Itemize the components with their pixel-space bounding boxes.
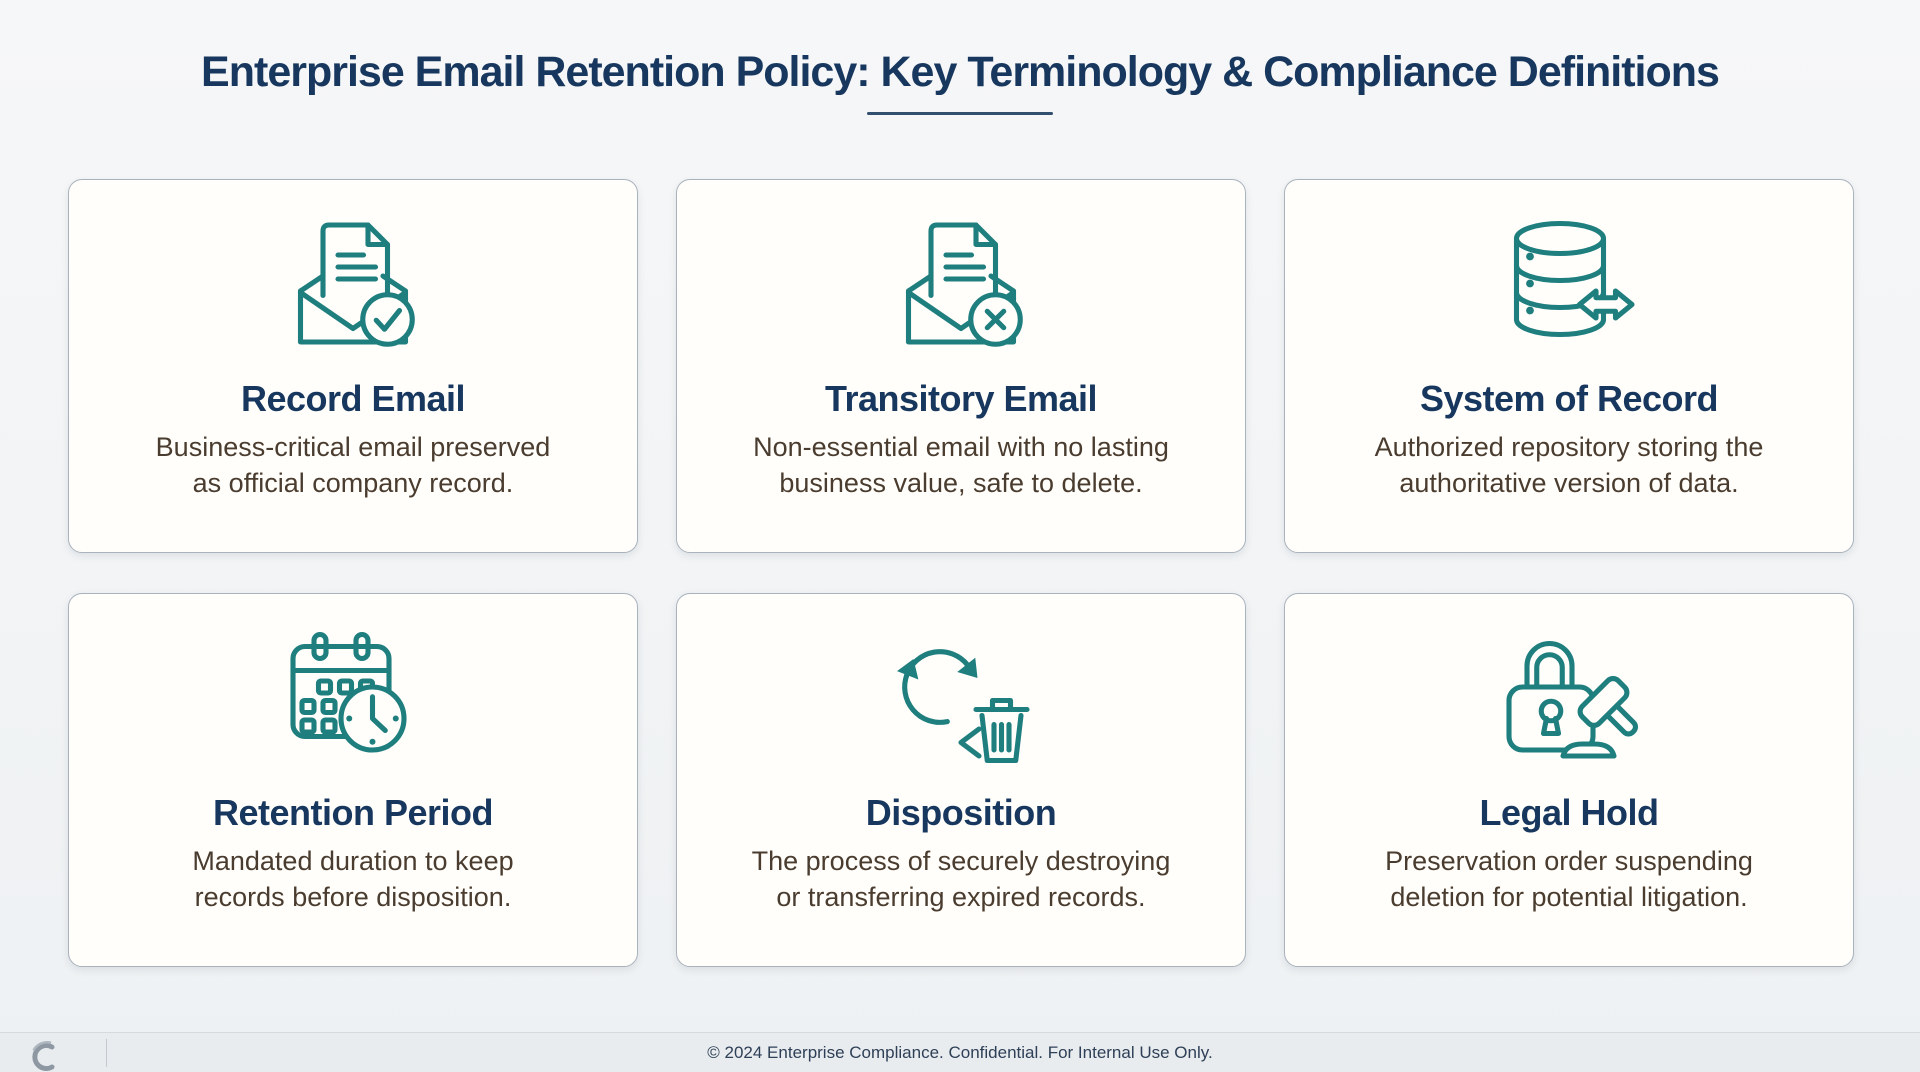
card-description-line: or transferring expired records.: [776, 882, 1146, 912]
card-transitory-email: Transitory Email Non-essential email wit…: [676, 179, 1246, 553]
card-description-line: Preservation order suspending: [1385, 846, 1753, 876]
card-title: System of Record: [1419, 378, 1719, 419]
card-description-line: records before disposition.: [194, 882, 512, 912]
card-description: Mandated duration to keep records before…: [192, 843, 513, 915]
title-underline: [867, 112, 1053, 115]
card-disposition: Disposition The process of securely dest…: [676, 593, 1246, 967]
card-description-line: Authorized repository storing the: [1374, 432, 1764, 462]
card-description-line: business value, safe to delete.: [779, 468, 1143, 498]
calendar-clock-icon: [278, 624, 428, 774]
footer-divider: [106, 1039, 107, 1067]
lock-gavel-icon: [1494, 624, 1644, 774]
card-title: Record Email: [240, 378, 466, 419]
card-title: Transitory Email: [824, 378, 1098, 419]
card-legal-hold: Legal Hold Preservation order suspending…: [1284, 593, 1854, 967]
card-grid: Record Email Business-critical email pre…: [68, 179, 1854, 967]
card-title: Legal Hold: [1479, 792, 1659, 833]
page-title: Enterprise Email Retention Policy: Key T…: [201, 48, 1720, 96]
card-retention-period: Retention Period Mandated duration to ke…: [68, 593, 638, 967]
card-title: Disposition: [865, 792, 1057, 833]
double-c-logo-icon: [26, 1038, 60, 1071]
card-description-line: authoritative version of data.: [1399, 468, 1739, 498]
card-description: Non-essential email with no lasting busi…: [753, 429, 1169, 501]
card-description-line: The process of securely destroying: [751, 846, 1171, 876]
card-title: Retention Period: [212, 792, 494, 833]
envelope-document-check-icon: [278, 210, 428, 360]
card-description-line: deletion for potential litigation.: [1390, 882, 1748, 912]
card-description: Preservation order suspending deletion f…: [1385, 843, 1753, 915]
page-header: Enterprise Email Retention Policy: Key T…: [0, 0, 1920, 115]
footer: © 2024 Enterprise Compliance. Confidenti…: [0, 1032, 1920, 1072]
card-description: Business-critical email preserved as off…: [156, 429, 551, 501]
database-sync-icon: [1494, 210, 1644, 360]
card-description-line: Mandated duration to keep: [192, 846, 514, 876]
card-description-line: Business-critical email preserved: [155, 432, 551, 462]
card-description: The process of securely destroying or tr…: [752, 843, 1171, 915]
card-description: Authorized repository storing the author…: [1375, 429, 1764, 501]
card-system-of-record: System of Record Authorized repository s…: [1284, 179, 1854, 553]
card-record-email: Record Email Business-critical email pre…: [68, 179, 638, 553]
envelope-document-x-icon: [886, 210, 1036, 360]
footer-text: © 2024 Enterprise Compliance. Confidenti…: [707, 1043, 1213, 1062]
card-description-line: Non-essential email with no lasting: [753, 432, 1169, 462]
card-description-line: as official company record.: [192, 468, 514, 498]
recycle-trash-icon: [886, 624, 1036, 774]
